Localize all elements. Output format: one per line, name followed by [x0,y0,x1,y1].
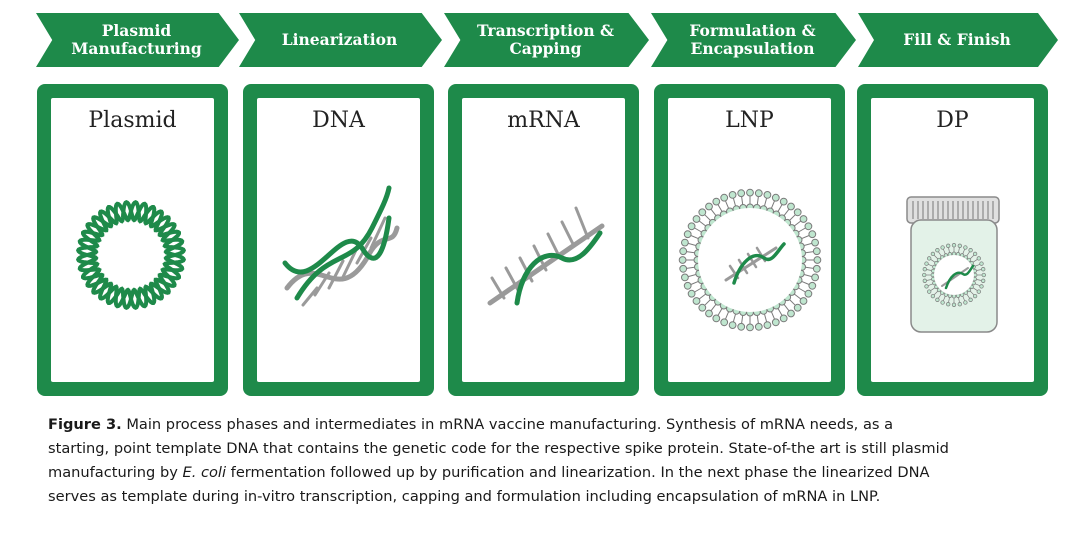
lnp-icon [678,188,822,332]
panel-title: DP [936,108,969,133]
phase-label: Fill & Finish [903,30,1011,49]
vial-icon [906,196,1000,333]
panel-dna: DNA [243,84,434,396]
figure-caption: Figure 3. Main process phases and interm… [48,413,1048,509]
panel-dp: DP [857,84,1048,396]
caption-italic-text: E. coli [182,464,227,481]
caption-line-4: serves as template during in-vitro trans… [48,488,881,505]
panel-title: Plasmid [88,108,177,133]
phase-label: Transcription & Capping [477,21,614,58]
phase-formulation-encapsulation: Formulation & Encapsulation [651,13,856,67]
phase-label: Formulation & Encapsulation [689,21,816,58]
mrna-strand-icon [487,206,605,306]
phase-transcription-capping: Transcription & Capping [444,13,649,67]
phase-label: Plasmid Manufacturing [71,21,202,58]
caption-text: fermentation followed up by purification… [226,464,930,481]
caption-text: manufacturing by [48,464,183,481]
panel-title: LNP [725,108,774,133]
phase-label: Linearization [281,30,398,49]
panel-inner: DNA [257,98,420,382]
phase-plasmid-manufacturing: Plasmid Manufacturing [36,13,239,67]
panel-mrna: mRNA [448,84,639,396]
panel-title: DNA [312,108,365,133]
phase-fill-finish: Fill & Finish [858,13,1058,67]
panel-inner: DP [871,98,1034,382]
plasmid-icon [75,199,187,311]
panel-inner: Plasmid [51,98,214,382]
panel-title: mRNA [507,108,580,133]
figure-label: Figure 3. [48,416,122,433]
panel-lnp: LNP [654,84,845,396]
panel-inner: mRNA [462,98,625,382]
caption-line-1: Figure 3. Main process phases and interm… [48,413,1048,437]
panel-inner: LNP [668,98,831,382]
caption-text: Main process phases and intermediates in… [121,416,894,433]
caption-line-3: manufacturing by E. coli fermentation fo… [48,461,1048,485]
panel-plasmid: Plasmid [37,84,228,396]
caption-line-2: starting, point template DNA that contai… [48,440,949,457]
dna-double-helix-icon [282,185,400,307]
phase-linearization: Linearization [239,13,442,67]
